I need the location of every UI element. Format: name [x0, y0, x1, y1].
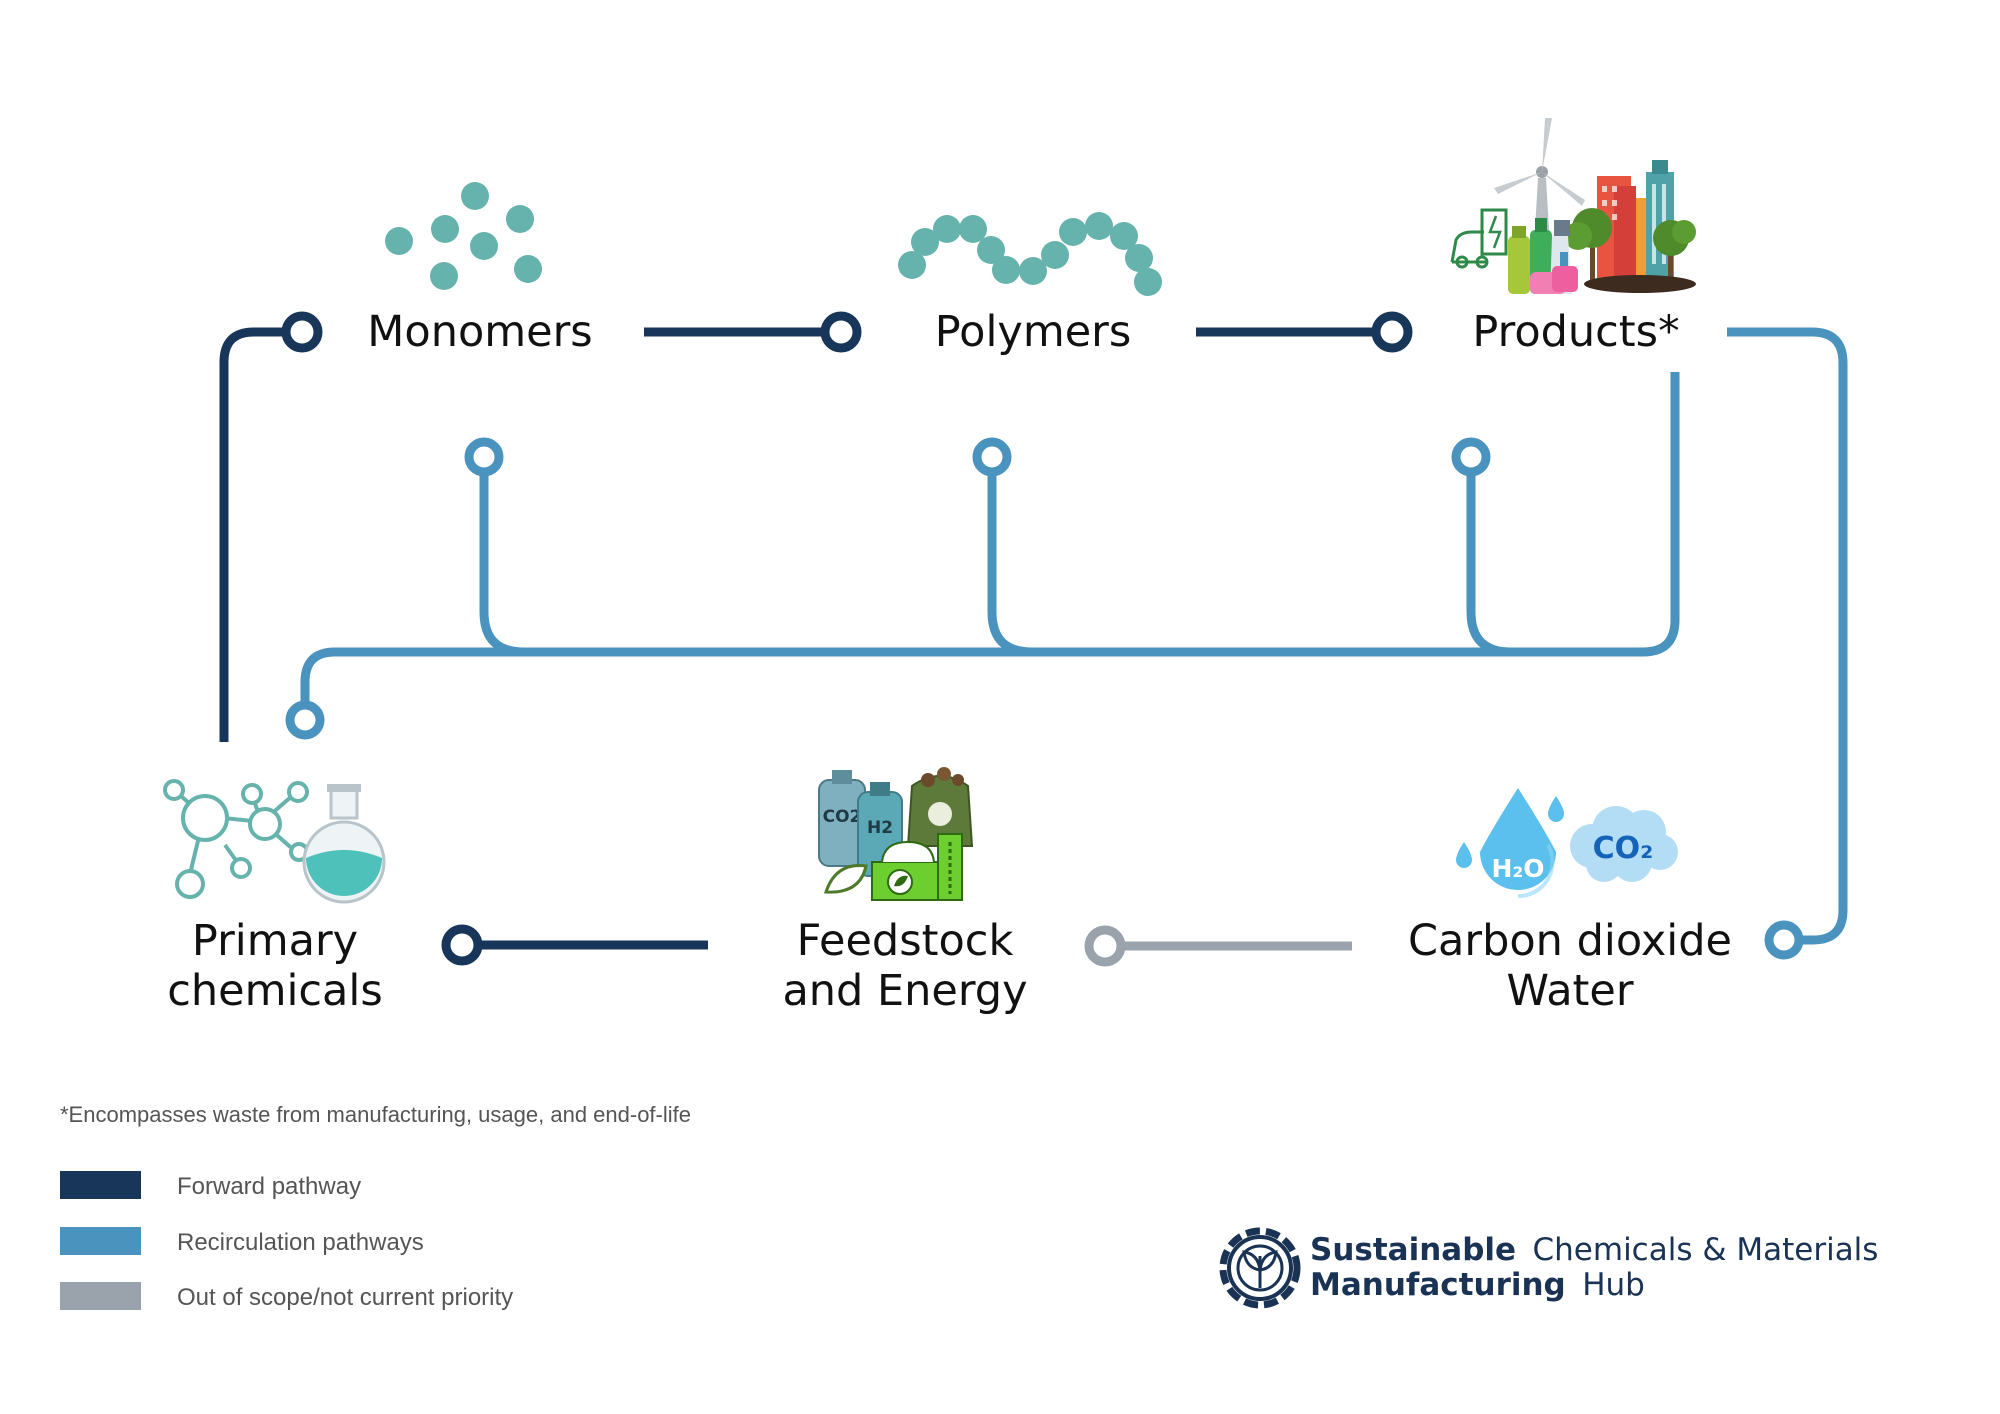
- primary-chemicals-icon: [163, 779, 386, 904]
- h2-tank-label: H2: [867, 818, 893, 838]
- node-co2-line2: Water: [1506, 966, 1633, 1016]
- water-drop-label: H₂O: [1491, 854, 1544, 883]
- node-primary-line1: Primary: [192, 916, 358, 966]
- node-feedstock-line2: and Energy: [782, 966, 1027, 1016]
- node-products: Products*: [1472, 307, 1679, 357]
- legend-swatch-out-of-scope: [60, 1282, 141, 1310]
- trees-icon: [1564, 208, 1696, 280]
- legend-swatch-forward: [60, 1171, 141, 1199]
- water-drop-icon: H₂O: [1480, 788, 1556, 899]
- legend-label-out-of-scope: Out of scope/not current priority: [177, 1284, 513, 1311]
- small-drop-icon-2: [1548, 796, 1564, 822]
- recirculation-from-monomers: [479, 470, 525, 657]
- logo-light-line2: Hub: [1582, 1267, 1645, 1303]
- endpoint-co2-recirc: [1764, 920, 1804, 960]
- gear-leaf-icon: [1219, 1227, 1301, 1309]
- recirculation-from-polymers: [987, 470, 1033, 657]
- legend-swatch-recirculation: [60, 1227, 141, 1255]
- bottles-icon: [1508, 218, 1578, 294]
- leaf-icon: [823, 864, 868, 894]
- legend-label-forward: Forward pathway: [177, 1173, 361, 1200]
- recirculation-from-products: [1466, 470, 1512, 657]
- node-primary-line2: chemicals: [167, 966, 383, 1016]
- co2-tank-icon: CO2: [818, 770, 866, 867]
- products-icon: [1450, 118, 1696, 294]
- logo-line1: Sustainable Chemicals & Materials: [1310, 1232, 1878, 1268]
- recirculation-endpoints: [285, 437, 1804, 960]
- node-co2-line1: Carbon dioxide: [1408, 916, 1732, 966]
- bioreactor-icon: [871, 833, 963, 901]
- endpoint-products: [1371, 311, 1413, 353]
- legend-label-recirculation: Recirculation pathways: [177, 1229, 424, 1256]
- endpoint-polymers-recirc: [972, 437, 1012, 477]
- monomers-icon: [385, 182, 542, 290]
- flask-icon: [302, 784, 386, 904]
- recirculation-products-to-co2: [1727, 327, 1848, 945]
- endpoint-monomers: [281, 311, 323, 353]
- biomass-sack-icon: [906, 767, 974, 847]
- logo-line2: Manufacturing Hub: [1310, 1267, 1645, 1303]
- forward-pathways: [219, 327, 1376, 950]
- node-monomers: Monomers: [367, 307, 592, 357]
- buildings-icon: [1597, 160, 1674, 284]
- co2-cloud-label: CO₂: [1593, 831, 1654, 866]
- polymers-icon: [898, 212, 1162, 296]
- recirculation-pathways: [300, 327, 1848, 945]
- recirculation-bus: [300, 372, 1680, 705]
- footnote: *Encompasses waste from manufacturing, u…: [60, 1102, 691, 1127]
- endpoint-feedstock-gray: [1084, 925, 1126, 967]
- co2-tank-label: CO2: [823, 807, 862, 827]
- forward-endpoints: [281, 311, 1413, 966]
- node-polymers: Polymers: [935, 307, 1132, 357]
- endpoint-primary-recirc: [285, 700, 325, 740]
- co2-water-icon: H₂O CO₂: [1456, 788, 1678, 899]
- forward-primary-to-monomers: [219, 327, 286, 742]
- hub-logo: Sustainable Chemicals & Materials Manufa…: [1219, 1227, 1878, 1309]
- legend: Forward pathway Recirculation pathways O…: [60, 1171, 513, 1311]
- feedstock-energy-icon: CO2 H2: [818, 767, 974, 901]
- ev-car-icon: [1450, 208, 1508, 269]
- small-drop-icon: [1456, 842, 1472, 868]
- node-feedstock-line1: Feedstock: [797, 916, 1014, 966]
- endpoint-products-recirc: [1451, 437, 1491, 477]
- molecule-icon: [163, 779, 309, 899]
- endpoint-polymers: [820, 311, 862, 353]
- logo-light-line1: Chemicals & Materials: [1533, 1232, 1879, 1268]
- co2-cloud-icon: CO₂: [1570, 806, 1678, 882]
- logo-bold-line2: Manufacturing: [1310, 1267, 1566, 1303]
- endpoint-primary: [441, 924, 483, 966]
- logo-bold-line1: Sustainable: [1310, 1232, 1516, 1268]
- endpoint-monomers-recirc: [464, 437, 504, 477]
